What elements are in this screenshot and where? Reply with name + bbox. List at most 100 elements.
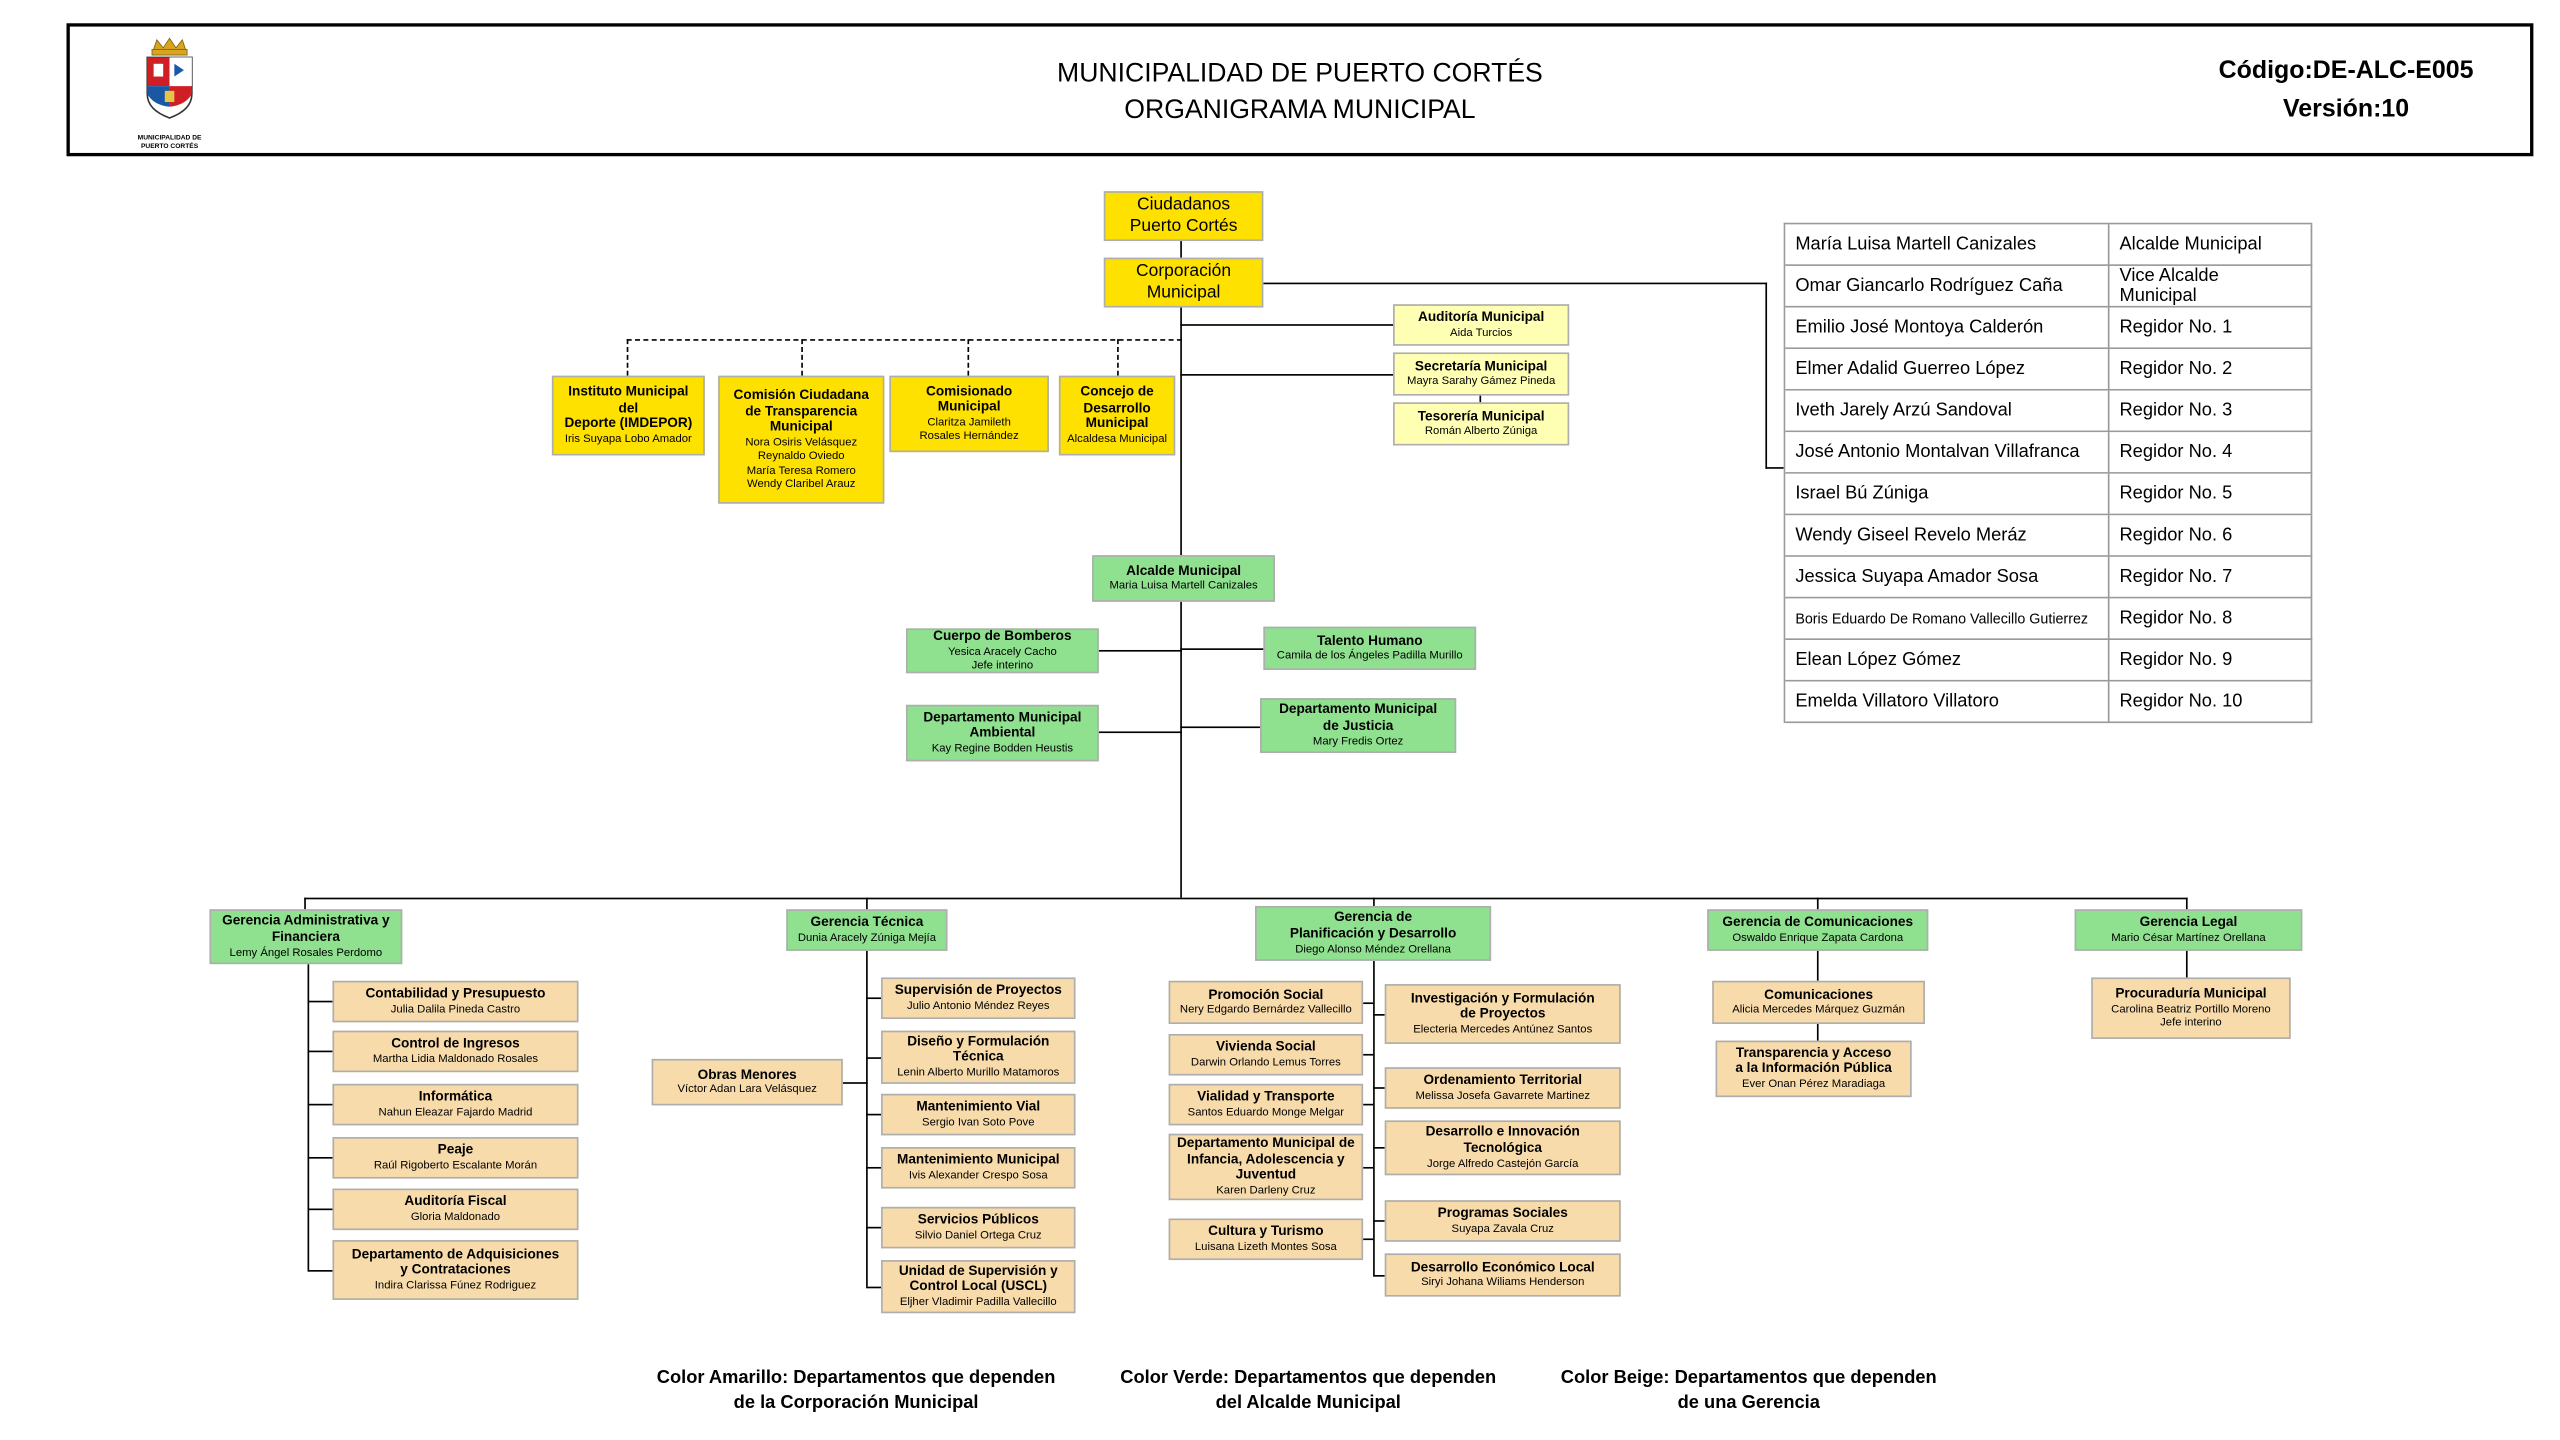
table-row: Boris Eduardo De Romano Vallecillo Gutie… — [1785, 598, 2313, 640]
org-node-gerencia-planificacion: Gerencia de Planificación y Desarrollo D… — [1255, 905, 1492, 961]
node-people: Yesica Aracely Cacho Jefe interino — [947, 645, 1057, 672]
connector-line — [307, 1050, 333, 1053]
official-name: Emilio José Montoya Calderón — [1785, 307, 2110, 350]
connector-line — [1816, 950, 1820, 981]
connector-line — [866, 1057, 882, 1060]
org-node-ciudadanos: Ciudadanos Puerto Cortés — [1103, 191, 1264, 242]
node-people: Ivis Alexander Crespo Sosa — [908, 1169, 1048, 1182]
node-title: Departamento Municipal Ambiental — [923, 709, 1082, 741]
node-title: Desarrollo e Innovación Tecnológica — [1425, 1124, 1580, 1156]
org-node-secretaria-municipal: Secretaría Municipal Mayra Sarahy Gámez … — [1393, 352, 1570, 396]
node-title: Vialidad y Transporte — [1197, 1088, 1335, 1104]
official-role: Regidor No. 9 — [2109, 639, 2313, 682]
node-title: Informática — [418, 1088, 493, 1104]
node-title: Gerencia Técnica — [810, 914, 924, 930]
node-people: Román Alberto Zúniga — [1424, 425, 1538, 438]
node-people: Indira Clarissa Fúnez Rodriguez — [374, 1280, 537, 1292]
version-value: Versión:10 — [2283, 93, 2410, 123]
node-people: Silvio Daniel Ortega Cruz — [914, 1229, 1042, 1242]
org-node-auditoria-municipal: Auditoría Municipal Aida Turcios — [1393, 304, 1570, 346]
node-people: Mary Fredis Ortez — [1312, 735, 1404, 748]
org-node-promocion-social: Promoción Social Nery Edgardo Bernárdez … — [1168, 980, 1364, 1024]
node-title: Tesorería Municipal — [1417, 408, 1545, 424]
node-title: Comisionado Municipal — [926, 383, 1013, 415]
node-title: Control de Ingresos — [391, 1035, 520, 1051]
official-name: María Luisa Martell Canizales — [1785, 224, 2110, 266]
connector-line — [1363, 1166, 1374, 1170]
org-node-vivienda-social: Vivienda Social Darwin Orlando Lemus Tor… — [1168, 1033, 1364, 1076]
connector-line — [842, 1082, 868, 1085]
node-people: Lenin Alberto Murillo Matamoros — [897, 1067, 1060, 1079]
node-people: Electeria Mercedes Antúnez Santos — [1413, 1024, 1593, 1036]
org-node-cuerpo-bomberos: Cuerpo de Bomberos Yesica Aracely Cacho … — [905, 628, 1099, 674]
official-role: Regidor No. 4 — [2109, 432, 2313, 474]
connector-line — [866, 1286, 882, 1289]
node-people: Sergio Ivan Soto Pove — [922, 1116, 1035, 1129]
node-title: Vivienda Social — [1216, 1038, 1316, 1054]
org-node-mantenimiento-vial: Mantenimiento Vial Sergio Ivan Soto Pove — [881, 1093, 1076, 1136]
org-node-mantenimiento-municipal: Mantenimiento Municipal Ivis Alexander C… — [881, 1147, 1076, 1189]
official-name: Emelda Villatoro Villatoro — [1785, 681, 2110, 724]
node-title: Unidad de Supervisión y Control Local (U… — [898, 1262, 1058, 1294]
org-node-diseno-formulacion: Diseño y Formulación Técnica Lenin Alber… — [881, 1030, 1076, 1084]
table-row: Elean López Gómez Regidor No. 9 — [1785, 639, 2313, 682]
node-people: Camila de los Ángeles Padilla Murillo — [1276, 650, 1463, 662]
table-row: José Antonio Montalvan Villafranca Regid… — [1785, 432, 2313, 474]
node-title: Desarrollo Económico Local — [1410, 1259, 1595, 1275]
connector-line — [304, 897, 307, 910]
org-node-contabilidad: Contabilidad y Presupuesto Julia Dalila … — [332, 980, 579, 1023]
connector-line-dashed — [801, 339, 803, 376]
official-role: Regidor No. 6 — [2109, 515, 2313, 557]
officials-table: María Luisa Martell Canizales Alcalde Mu… — [1783, 222, 2313, 724]
connector-line — [1373, 1220, 1385, 1223]
node-title: Auditoría Fiscal — [404, 1193, 507, 1209]
table-row: Israel Bú Zúniga Regidor No. 5 — [1785, 473, 2313, 516]
node-title: Cultura y Turismo — [1208, 1223, 1324, 1239]
node-title: Procuraduría Municipal — [2115, 985, 2267, 1001]
node-title: Departamento Municipal de Infancia, Adol… — [1176, 1135, 1355, 1183]
org-node-control-ingresos: Control de Ingresos Martha Lidia Maldona… — [332, 1030, 579, 1073]
org-node-vialidad-transporte: Vialidad y Transporte Santos Eduardo Mon… — [1168, 1083, 1364, 1126]
connector-line — [1180, 241, 1183, 258]
connector-line — [866, 1113, 882, 1116]
node-people: Mayra Sarahy Gámez Pineda — [1407, 375, 1556, 388]
node-title: Departamento Municipal de Justicia — [1279, 701, 1438, 733]
municipality-logo: MUNICIPALIDAD DE PUERTO CORTÉS — [120, 33, 220, 150]
connector-line — [1765, 282, 1768, 469]
node-people: Nahun Eleazar Fajardo Madrid — [378, 1106, 533, 1119]
official-name: Iveth Jarely Arzú Sandoval — [1785, 390, 2110, 433]
org-node-corporacion: Corporación Municipal — [1103, 257, 1264, 308]
org-node-adquisiciones: Departamento de Adquisiciones y Contrata… — [332, 1240, 579, 1300]
org-node-comunicaciones: Comunicaciones Alicia Mercedes Márquez G… — [1712, 980, 1925, 1024]
official-role: Regidor No. 7 — [2109, 556, 2313, 599]
official-name: Elean López Gómez — [1785, 639, 2110, 682]
code-value: Código:DE-ALC-E005 — [2218, 56, 2474, 85]
node-title: Mantenimiento Municipal — [896, 1152, 1060, 1167]
org-node-peaje: Peaje Raúl Rigoberto Escalante Morán — [332, 1137, 579, 1179]
org-node-alcalde-municipal: Alcalde Municipal Maria Luisa Martell Ca… — [1092, 555, 1276, 602]
connector-line — [1363, 1053, 1374, 1057]
official-name: Wendy Giseel Revelo Meráz — [1785, 515, 2110, 557]
official-role: Regidor No. 1 — [2109, 307, 2313, 350]
org-node-infancia-juventud: Departamento Municipal de Infancia, Adol… — [1168, 1133, 1364, 1201]
connector-line — [1180, 648, 1264, 651]
legend-amarillo: Color Amarillo: Departamentos que depend… — [656, 1368, 1056, 1413]
table-row: María Luisa Martell Canizales Alcalde Mu… — [1785, 224, 2313, 266]
org-node-obras-menores: Obras Menores Víctor Adan Lara Velásquez — [651, 1058, 843, 1106]
node-people: Oswaldo Enrique Zapata Cardona — [1732, 932, 1904, 944]
node-title: Supervisión de Proyectos — [894, 982, 1062, 998]
node-people: Ever Onan Pérez Maradiaga — [1741, 1078, 1886, 1091]
org-node-gerencia-legal: Gerencia Legal Mario César Martínez Orel… — [2074, 909, 2303, 951]
org-node-desarrollo-innovacion: Desarrollo e Innovación Tecnológica Jorg… — [1384, 1120, 1621, 1176]
legend-verde: Color Verde: Departamentos que dependen … — [1120, 1368, 1497, 1413]
connector-line — [1363, 1238, 1374, 1241]
node-title: Ordenamiento Territorial — [1423, 1072, 1583, 1088]
node-people: Raúl Rigoberto Escalante Morán — [373, 1159, 538, 1172]
node-title: Alcalde Municipal — [1126, 562, 1242, 578]
org-node-transparencia: Transparencia y Acceso a la Información … — [1715, 1040, 1912, 1098]
node-people: Víctor Adan Lara Velásquez — [677, 1084, 817, 1096]
official-name: José Antonio Montalvan Villafranca — [1785, 432, 2110, 474]
connector-line — [866, 1226, 882, 1229]
connector-line — [866, 997, 882, 1000]
